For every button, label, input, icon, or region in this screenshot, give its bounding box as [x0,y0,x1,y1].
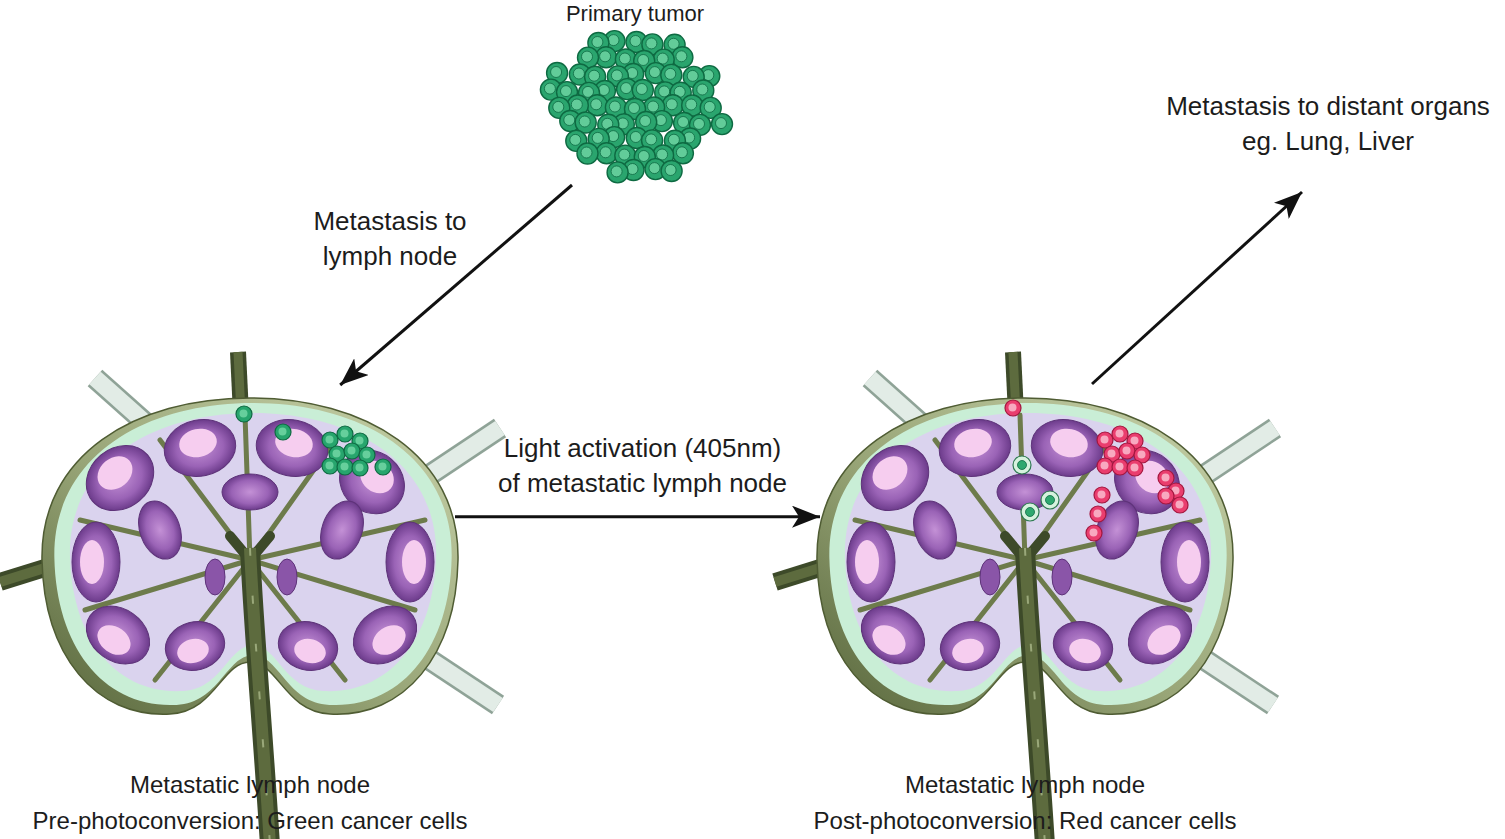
edge-label: Light activation (405nm) of metastatic l… [494,431,791,501]
green-cell [337,459,353,475]
distant-metastasis-arrow [1092,192,1302,384]
red-cell [1094,487,1110,503]
green-cell [275,424,291,440]
node-subtitle: Pre-photoconversion: Green cancer cells [0,803,510,839]
red-cell [1097,458,1113,474]
node-title: Primary tumor [505,0,765,28]
red-cell [1119,443,1135,459]
node-text-group: Primary tumor [505,0,765,28]
lymph-node: Metastatic lymph nodePre-photoconversion… [45,385,455,839]
unconverted-cell [1013,456,1031,474]
green-cell [352,460,368,476]
red-cell [1005,400,1021,416]
red-cell [1158,488,1174,504]
red-cell [1127,460,1143,476]
green-cell [337,426,353,442]
red-cell [1090,506,1106,522]
red-cell [1112,459,1128,475]
tumor-cell [577,143,598,164]
red-cell [1172,497,1188,513]
green-cell [322,458,338,474]
primary-tumor-cells [540,31,732,183]
red-cell [1086,525,1102,541]
tumor-cell [596,143,617,164]
green-cell [236,406,252,422]
tumor-node: Primary tumor [545,0,725,185]
tumor-cell [661,161,682,182]
node-title: Metastatic lymph node [0,767,510,803]
flow-arrow [455,515,820,518]
red-cell [1158,470,1174,486]
node-subtitle: Post-photoconversion: Red cancer cells [765,803,1285,839]
unconverted-cell [1021,503,1039,521]
red-metastatic-cells [1005,400,1188,541]
green-cell [344,443,360,459]
green-cell [375,459,391,475]
edge-label: Metastasis to lymph node [300,204,480,274]
red-cell [1112,426,1128,442]
node-title: Metastatic lymph node [765,767,1285,803]
green-metastatic-cells [236,406,391,476]
lymph-node: Metastatic lymph nodePost-photoconversio… [820,385,1230,839]
annotation-label: Metastasis to distant organs eg. Lung, L… [1158,89,1498,159]
node-text-group: Metastatic lymph nodePost-photoconversio… [765,767,1285,839]
lymph-node-right [775,352,1275,839]
unconverted-cell [1041,491,1059,509]
tumor-cell [712,114,733,135]
lymph-node-left [0,352,500,839]
tumor-cell [607,162,628,183]
node-text-group: Metastatic lymph nodePre-photoconversion… [0,767,510,839]
